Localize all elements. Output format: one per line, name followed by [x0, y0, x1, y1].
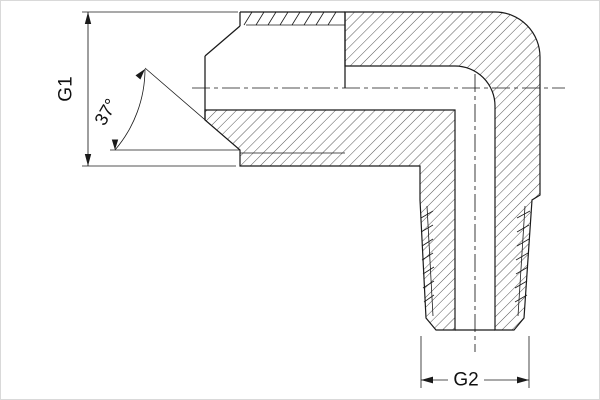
flare-nose: [204, 12, 241, 120]
thread-root-line-right: [517, 205, 526, 317]
thread-line: [516, 238, 530, 247]
thread-line: [420, 224, 434, 233]
thread-line: [255, 11, 265, 26]
g1-arrow-bottom: [84, 154, 92, 166]
angle-arrow-upper: [135, 69, 145, 80]
thread-line: [514, 294, 528, 303]
thread-line: [279, 11, 289, 26]
thread-line: [514, 280, 528, 289]
thread-line: [303, 11, 313, 26]
thread-line: [422, 280, 435, 289]
thread-line: [315, 11, 325, 26]
thread-line: [420, 210, 434, 219]
angle-arrow-lower: [111, 139, 119, 150]
g1-arrow-top: [84, 12, 92, 24]
g2-arrow-left: [421, 376, 433, 384]
thread-line: [243, 11, 253, 26]
dim-label-g1: G1: [56, 76, 77, 101]
thread-line: [423, 294, 435, 303]
thread-line: [515, 252, 529, 261]
vertical-thread: [420, 205, 531, 331]
thread-line: [516, 210, 531, 219]
thread-line: [291, 11, 301, 26]
dimension-g2: G2: [420, 336, 530, 391]
thread-line: [516, 224, 530, 233]
flare-angle-callout: 37°: [91, 67, 241, 151]
horizontal-thread: [240, 11, 346, 154]
thread-line: [327, 11, 337, 26]
thread-line: [421, 238, 434, 247]
section-walls: [204, 11, 541, 331]
g2-arrow-right: [517, 376, 529, 384]
angle-arc: [114, 68, 146, 151]
dimension-g1: G1: [56, 11, 238, 167]
thread-line: [515, 266, 529, 275]
upper-right-wall-section: [344, 11, 541, 331]
thread-line: [421, 252, 434, 261]
flare-cone-extension-line: [144, 67, 241, 151]
angle-label-37: 37°: [91, 95, 122, 129]
lower-left-wall-section: [204, 109, 456, 331]
dim-label-g2: G2: [453, 370, 478, 391]
thread-root-line-left: [426, 205, 434, 317]
flare-cone-upper: [204, 25, 241, 57]
thread-line: [267, 11, 277, 26]
thread-line: [422, 266, 435, 275]
